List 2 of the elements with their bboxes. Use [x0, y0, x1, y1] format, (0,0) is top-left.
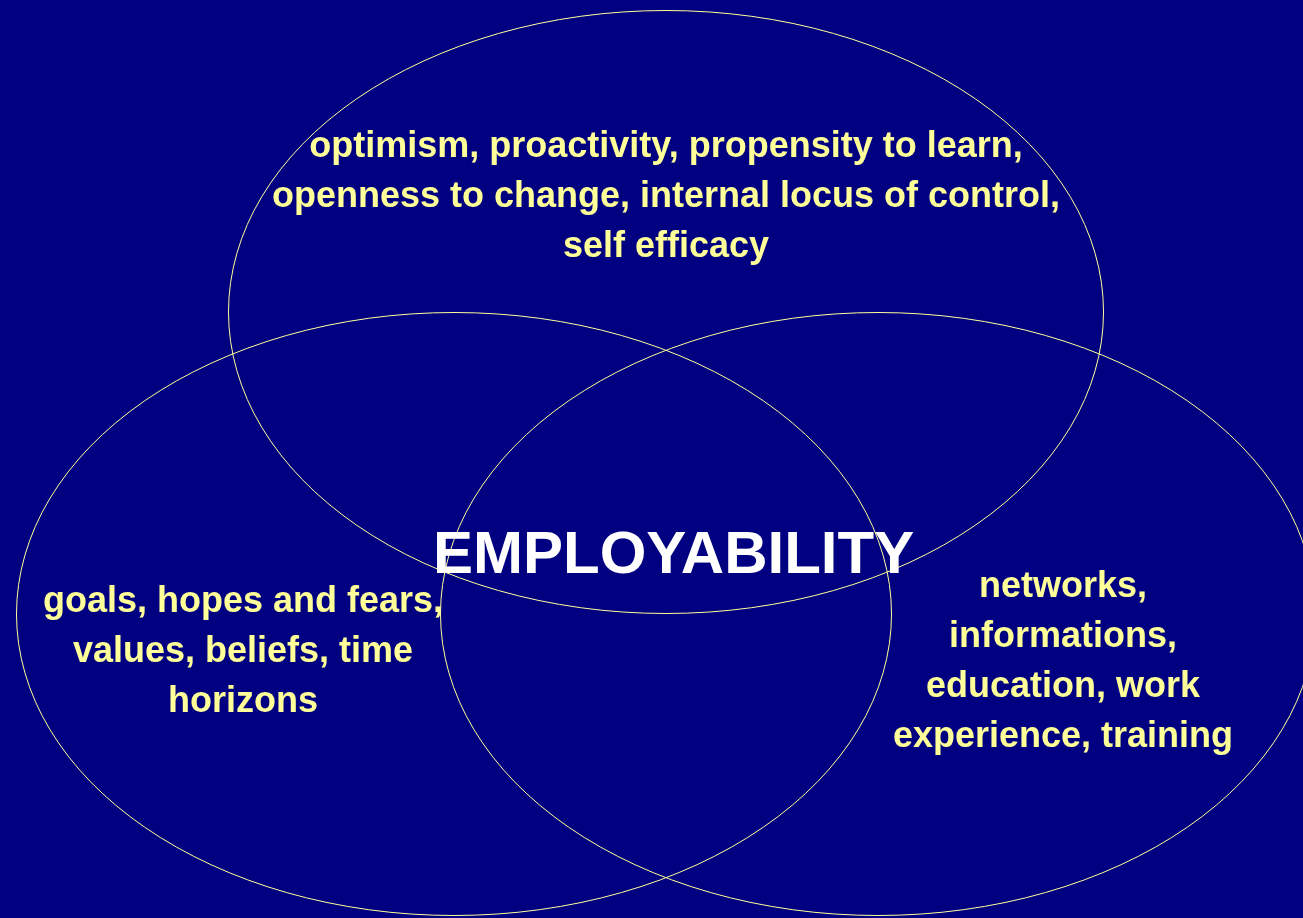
- circle-text: goals, hopes and fears, values, beliefs, time horizons: [41, 578, 445, 722]
- circle-text: optimism, proactivity, propensity to learn, openness to change, internal locus of control, self efficacy: [270, 123, 1062, 267]
